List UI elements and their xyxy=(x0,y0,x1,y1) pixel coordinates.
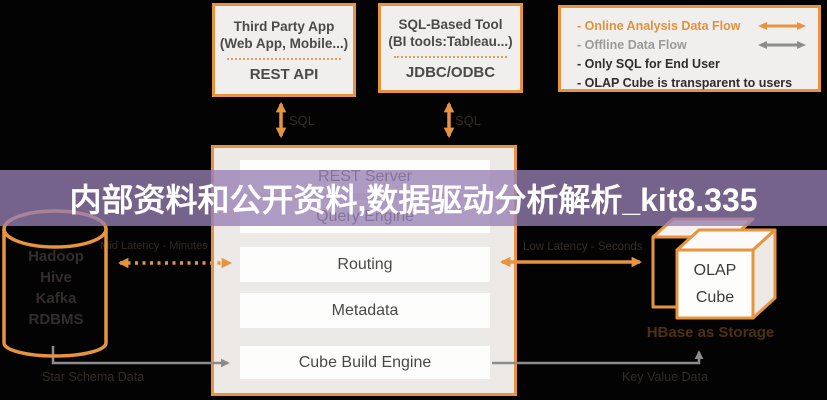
sql-tool-title: SQL-Based Tool xyxy=(398,16,503,32)
data-source-list: Hadoop Hive Kafka RDBMS xyxy=(6,246,106,330)
layer-metadata: Metadata xyxy=(240,293,490,328)
key-value-flow-arrow xyxy=(492,350,704,365)
watermark-text: 内部资料和公开资料,数据驱动分析解析_kit8.335 xyxy=(69,182,758,218)
metadata-label: Metadata xyxy=(331,301,399,319)
cube-build-engine-label: Cube Build Engine xyxy=(298,353,432,371)
star-schema-flow-arrow xyxy=(51,346,230,368)
hive-label: Hive xyxy=(40,269,72,286)
legend-box: - Online Analysis Data Flow - Offline Da… xyxy=(558,5,821,92)
legend-online-label: - Online Analysis Data Flow xyxy=(577,18,741,33)
key-value-data-label: Key Value Data xyxy=(622,370,708,384)
jdbc-odbc-label: JDBC/ODBC xyxy=(405,63,496,81)
third-party-app-title: Third Party App xyxy=(233,18,335,34)
orange-double-arrow-icon xyxy=(758,21,806,30)
low-latency-label: Low Latency - Seconds xyxy=(523,241,643,253)
gray-double-arrow-icon xyxy=(758,40,806,49)
rest-api-label: REST API xyxy=(249,65,319,83)
sql-tool-subtitle: (BI tools:Tableau...) xyxy=(388,33,513,49)
hadoop-label: Hadoop xyxy=(28,248,84,265)
layer-routing: Routing xyxy=(240,247,490,282)
sql-based-tool-box: SQL-Based Tool (BI tools:Tableau...) JDB… xyxy=(378,3,523,93)
legend-only-sql-label: - Only SQL for End User xyxy=(577,56,720,71)
legend-row-only-sql: - Only SQL for End User xyxy=(577,54,808,73)
olap-label-line2: Cube xyxy=(695,289,735,306)
kafka-label: Kafka xyxy=(35,290,77,307)
dotted-divider xyxy=(393,55,508,58)
rdbms-label: RDBMS xyxy=(28,311,84,328)
mid-latency-label: Mid Latency - Minutes xyxy=(100,240,208,252)
third-party-app-box: Third Party App (Web App, Mobile...) RES… xyxy=(212,3,356,97)
star-schema-data-label: Star Schema Data xyxy=(42,370,145,384)
hbase-storage-caption: HBase as Storage xyxy=(646,324,775,341)
legend-row-olap-transparent: - OLAP Cube is transparent to users xyxy=(577,73,808,92)
sql-flow-label-right: SQL xyxy=(455,113,482,128)
watermark-banner: 内部资料和公开资料,数据驱动分析解析_kit8.335 xyxy=(0,170,827,226)
legend-row-online: - Online Analysis Data Flow xyxy=(577,16,808,35)
third-party-app-subtitle: (Web App, Mobile...) xyxy=(219,35,349,51)
legend-olap-transparent-label: - OLAP Cube is transparent to users xyxy=(577,75,793,90)
layer-cube-build-engine: Cube Build Engine xyxy=(240,346,490,379)
legend-offline-label: - Offline Data Flow xyxy=(577,37,687,52)
legend-row-offline: - Offline Data Flow xyxy=(577,35,808,54)
olap-cube-label: OLAP Cube xyxy=(677,257,753,311)
dotted-divider xyxy=(227,57,341,60)
routing-label: Routing xyxy=(337,255,393,273)
olap-label-line1: OLAP xyxy=(693,262,737,279)
sql-flow-label-left: SQL xyxy=(289,113,316,128)
